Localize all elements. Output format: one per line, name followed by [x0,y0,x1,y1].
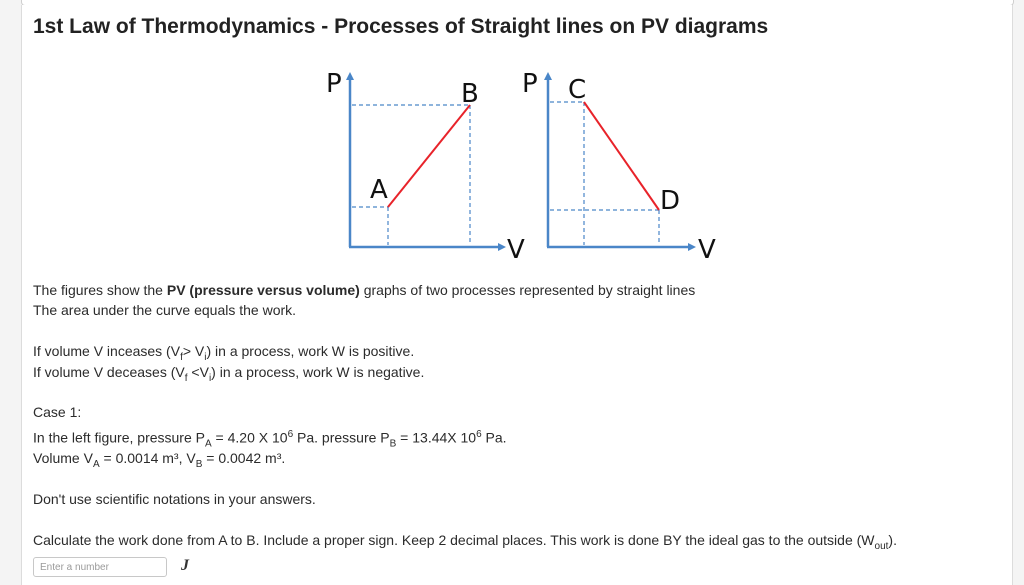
rule-negative-work: If volume V deceases (Vf <Vi) in a proce… [33,364,425,384]
case-pressures: In the left figure, pressure PA = 4.20 X… [33,429,507,450]
case-volumes: Volume VA = 0.0014 m³, VB = 0.0042 m³. [33,450,286,470]
right-pv-diagram: P C D V [522,69,716,265]
left-v-axis-arrow [498,243,506,251]
point-d-label: D [660,186,680,216]
left-p-axis-arrow [346,72,354,80]
right-p-axis-arrow [544,72,552,80]
page-title: 1st Law of Thermodynamics - Processes of… [33,15,769,38]
rule-positive-work: If volume V inceases (Vf> Vi) in a proce… [33,343,415,363]
left-v-axis-label: V [507,235,525,265]
process-line-ab [387,104,471,208]
answer-input[interactable] [33,557,167,577]
point-b-label: B [461,79,479,109]
case-heading: Case 1: [33,404,82,420]
right-v-axis-arrow [688,243,696,251]
intro-line-2: The area under the curve equals the work… [33,302,297,318]
left-pv-diagram: P A B V [326,69,525,265]
process-line-cd [583,101,660,211]
question-text: Calculate the work done from A to B. Inc… [33,532,897,552]
question-card [21,5,1013,585]
point-c-label: C [568,75,586,105]
notation-note: Don't use scientific notations in your a… [33,491,316,507]
right-v-axis-label: V [698,235,716,265]
intro-line-1: The figures show the PV (pressure versus… [33,282,696,298]
left-p-axis-label: P [326,69,342,99]
right-p-axis-label: P [522,69,538,99]
point-a-label: A [370,175,388,205]
answer-unit: J [181,557,189,574]
